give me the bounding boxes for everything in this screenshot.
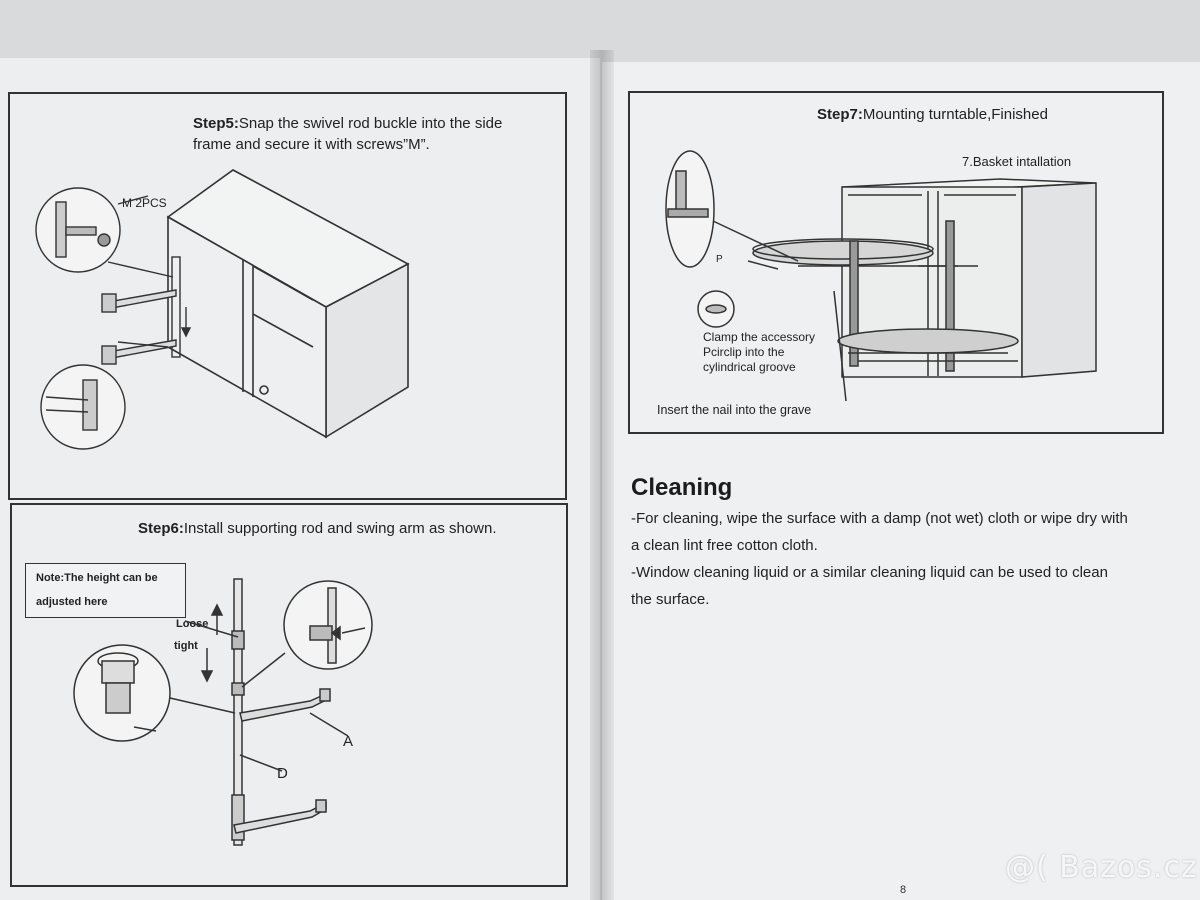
step7-turntable-diagram bbox=[665, 150, 1097, 402]
bazos-watermark: @( Bazos.cz bbox=[1005, 850, 1198, 885]
note-line1: Note:The height can be bbox=[36, 572, 158, 584]
label-d: D bbox=[277, 765, 288, 782]
cleaning-line1: -For cleaning, wipe the surface with a d… bbox=[631, 510, 1128, 527]
step7-title: Step7:Mounting turntable,Finished bbox=[817, 104, 1137, 125]
cleaning-line3: -Window cleaning liquid or a similar cle… bbox=[631, 564, 1108, 581]
step7-number: Step7: bbox=[817, 106, 863, 123]
label-loose: Loose bbox=[176, 618, 209, 630]
basket-installation-label: 7.Basket intallation bbox=[962, 154, 1072, 169]
label-p: P bbox=[716, 254, 723, 265]
label-tight: tight bbox=[174, 640, 198, 652]
book-gutter bbox=[590, 50, 614, 900]
step6-rod-diagram bbox=[73, 578, 373, 846]
cleaning-text: -For cleaning, wipe the surface with a d… bbox=[631, 505, 1171, 613]
step6-title: Step6:Install supporting rod and swing a… bbox=[138, 518, 558, 539]
clamp-line3: cylindrical groove bbox=[703, 360, 796, 374]
step5-text-line1: Snap the swivel rod buckle into the side bbox=[238, 115, 503, 132]
clamp-accessory-text: Clamp the accessory Pcirclip into the cy… bbox=[703, 330, 815, 375]
step6-panel bbox=[10, 503, 568, 887]
step5-cabinet-diagram bbox=[35, 169, 410, 450]
insert-nail-label: Insert the nail into the grave bbox=[657, 403, 812, 417]
cleaning-heading: Cleaning bbox=[631, 474, 733, 501]
step5-panel bbox=[8, 92, 567, 500]
cleaning-line4: the surface. bbox=[631, 591, 710, 608]
step7-panel bbox=[628, 91, 1164, 434]
page-number: 8 bbox=[900, 884, 907, 896]
height-note-box: Note:The height can be adjusted here bbox=[25, 563, 186, 618]
step5-text-line2: frame and secure it with screws”M”. bbox=[193, 136, 430, 153]
step5-number: Step5: bbox=[193, 115, 239, 132]
cleaning-line2: a clean lint free cotton cloth. bbox=[631, 537, 818, 554]
label-a: A bbox=[343, 733, 354, 750]
step7-text: Mounting turntable,Finished bbox=[862, 106, 1048, 123]
step6-number: Step6: bbox=[138, 520, 184, 537]
step6-text: Install supporting rod and swing arm as … bbox=[183, 520, 497, 537]
step5-title: Step5:Snap the swivel rod buckle into th… bbox=[193, 113, 553, 155]
note-line2: adjusted here bbox=[36, 596, 108, 608]
clamp-line2: Pcirclip into the bbox=[703, 345, 785, 359]
clamp-line1: Clamp the accessory bbox=[703, 330, 816, 344]
